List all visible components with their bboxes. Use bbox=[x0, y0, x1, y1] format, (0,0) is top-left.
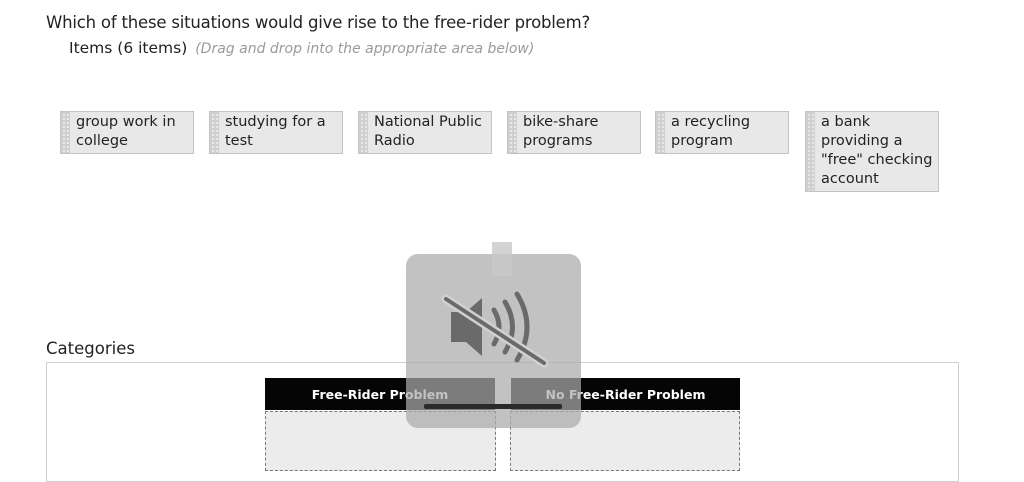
drag-handle-icon[interactable] bbox=[806, 112, 815, 191]
item-label: group work in college bbox=[76, 114, 176, 149]
drag-arrow-icon bbox=[492, 242, 512, 276]
items-header: Items (6 items) (Drag and drop into the … bbox=[69, 39, 534, 57]
drag-handle-icon[interactable] bbox=[508, 112, 517, 153]
muted-audio-overlay bbox=[406, 242, 581, 428]
item-label: a bank providing a "free" checking accou… bbox=[821, 114, 933, 187]
draggable-item-group-work[interactable]: group work in college bbox=[60, 111, 194, 154]
item-label: a recycling program bbox=[671, 114, 751, 149]
drag-handle-icon[interactable] bbox=[656, 112, 665, 153]
drag-hint: (Drag and drop into the appropriate area… bbox=[195, 41, 535, 57]
question-text: Which of these situations would give ris… bbox=[46, 13, 591, 32]
draggable-item-bank[interactable]: a bank providing a "free" checking accou… bbox=[805, 111, 939, 192]
drag-handle-icon[interactable] bbox=[359, 112, 368, 153]
audio-progress-bar bbox=[424, 404, 562, 409]
item-label: bike-share programs bbox=[523, 114, 599, 149]
drag-handle-icon[interactable] bbox=[61, 112, 70, 153]
items-count-label: Items (6 items) bbox=[69, 39, 188, 57]
draggable-item-studying[interactable]: studying for a test bbox=[209, 111, 343, 154]
draggable-item-bike-share[interactable]: bike-share programs bbox=[507, 111, 641, 154]
drag-handle-icon[interactable] bbox=[210, 112, 219, 153]
draggable-item-npr[interactable]: National Public Radio bbox=[358, 111, 492, 154]
categories-heading: Categories bbox=[46, 339, 135, 358]
item-label: studying for a test bbox=[225, 114, 326, 149]
item-label: National Public Radio bbox=[374, 114, 482, 149]
draggable-item-recycling[interactable]: a recycling program bbox=[655, 111, 789, 154]
speaker-muted-icon bbox=[441, 291, 549, 368]
